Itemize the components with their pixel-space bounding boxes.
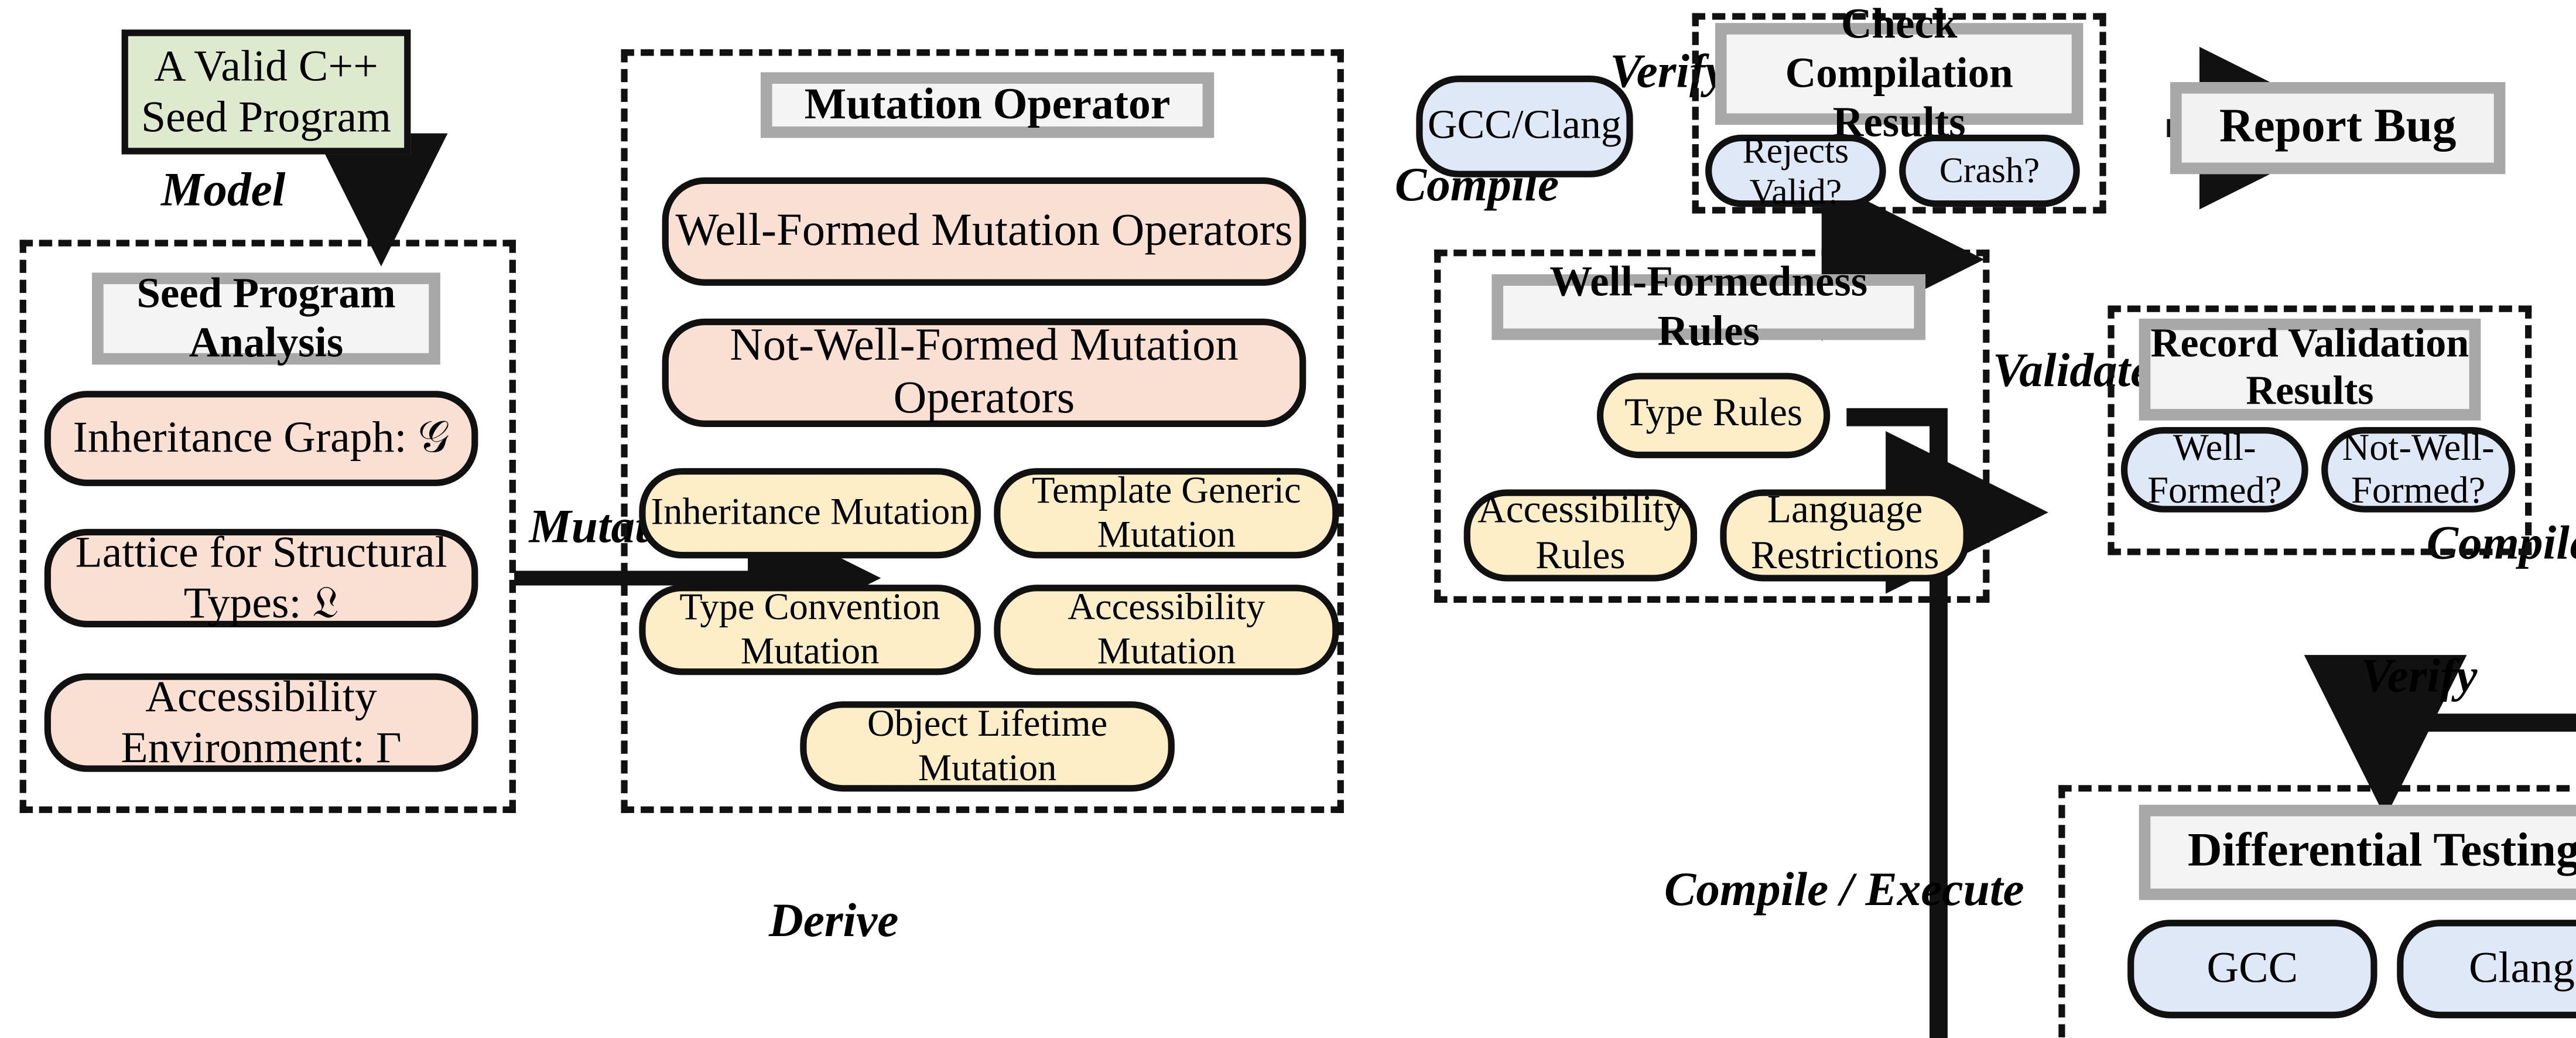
rules-language-line-2: Restrictions bbox=[1750, 535, 1939, 578]
analysis-item-lattice[interactable]: Lattice for Structural Types: 𝔏 bbox=[44, 527, 478, 628]
analysis-item-accessibility-env[interactable]: Accessibility Environment: Γ bbox=[44, 671, 478, 772]
well-formedness-rules-header: Well-Formedness Rules bbox=[1491, 258, 1926, 355]
record-not-well-formed[interactable]: Not-Well- Formed? bbox=[2321, 426, 2516, 513]
seed-line-2: Seed Program bbox=[141, 92, 392, 142]
edge-label-verify-top: Verify bbox=[1610, 46, 1727, 99]
analysis-item-accessibility-env-line-2: Environment: Γ bbox=[121, 722, 402, 772]
mutation-op-object-lifetime[interactable]: Object Lifetime Mutation bbox=[800, 701, 1175, 792]
differential-testing-header: Differential Testing bbox=[2139, 804, 2576, 900]
check-compilation-top-panel bbox=[1692, 13, 2106, 214]
check-compilation-top-header: Check Compilation Results bbox=[1715, 0, 2084, 146]
mutation-op-typeconv-line-2: Mutation bbox=[740, 630, 880, 671]
mutation-op-template-line-1: Template Generic bbox=[1032, 470, 1301, 511]
edge-label-derive: Derive bbox=[768, 895, 899, 948]
record-validation-panel bbox=[2108, 305, 2532, 555]
mutation-nwf-line-2: Operators bbox=[893, 373, 1075, 424]
record-header-line-1: Record Validation bbox=[2150, 322, 2469, 367]
record-nwf-line-1: Not-Well- bbox=[2342, 426, 2495, 467]
rules-accessibility-line-1: Accessibility bbox=[1477, 490, 1684, 533]
record-validation-header: Record Validation Results bbox=[2139, 318, 2481, 421]
seed-analysis-header-line-2: Analysis bbox=[189, 318, 344, 367]
mutation-nwf-line-1: Not-Well-Formed Mutation bbox=[730, 320, 1239, 371]
mutation-op-type-convention[interactable]: Type Convention Mutation bbox=[639, 585, 981, 675]
edge-label-validate: Validate bbox=[1993, 344, 2152, 398]
check-top-crash[interactable]: Crash? bbox=[1899, 134, 2080, 207]
mutation-not-well-formed-operators[interactable]: Not-Well-Formed Mutation Operators bbox=[662, 318, 1306, 427]
edge-label-verify-right: Verify bbox=[2361, 650, 2478, 704]
rules-accessibility-line-2: Rules bbox=[1535, 535, 1626, 578]
record-wf-line-2: Formed? bbox=[2147, 469, 2282, 511]
well-formedness-rules-panel bbox=[1434, 250, 1990, 603]
difftest-clang[interactable]: Clang bbox=[2397, 920, 2576, 1019]
mutation-op-template-generic[interactable]: Template Generic Mutation bbox=[994, 468, 1339, 559]
rules-item-accessibility-rules[interactable]: Accessibility Rules bbox=[1463, 489, 1698, 582]
mutation-well-formed-operators[interactable]: Well-Formed Mutation Operators bbox=[662, 177, 1306, 286]
edge-label-model: Model bbox=[160, 164, 286, 217]
report-bug-top[interactable]: Report Bug bbox=[2170, 82, 2506, 175]
check-top-header-line-1: Check Compilation bbox=[1785, 0, 2013, 97]
mutation-op-accessibility[interactable]: Accessibility Mutation bbox=[994, 585, 1339, 675]
mutation-op-lifetime-line-1: Object Lifetime bbox=[867, 703, 1108, 745]
check-top-rejects-line-2: Valid? bbox=[1749, 170, 1842, 212]
seed-analysis-header-line-1: Seed Program bbox=[136, 269, 396, 317]
seed-line-1: A Valid C++ bbox=[154, 40, 378, 91]
check-top-rejects-valid[interactable]: Rejects Valid? bbox=[1705, 129, 1886, 212]
check-top-rejects-line-1: Rejects bbox=[1742, 129, 1849, 170]
mutation-op-typeconv-line-1: Type Convention bbox=[679, 586, 940, 628]
analysis-item-accessibility-env-line-1: Accessibility bbox=[145, 671, 377, 721]
seed-analysis-header: Seed Program Analysis bbox=[92, 269, 440, 367]
mutation-op-lifetime-line-2: Mutation bbox=[918, 746, 1057, 788]
difftest-gcc[interactable]: GCC bbox=[2127, 920, 2377, 1019]
edge-label-compile-execute: Compile / Execute bbox=[1664, 863, 2024, 917]
mutation-operator-header: Mutation Operator bbox=[760, 72, 1215, 138]
compiler-top-gcc-clang[interactable]: GCC/Clang bbox=[1416, 75, 1633, 177]
seed-program-box[interactable]: A Valid C++ Seed Program bbox=[121, 29, 411, 155]
record-header-line-2: Results bbox=[2246, 369, 2374, 414]
rules-item-language-restrictions[interactable]: Language Restrictions bbox=[1720, 489, 1970, 582]
mutation-op-inheritance[interactable]: Inheritance Mutation bbox=[639, 468, 981, 559]
differential-testing-panel bbox=[2058, 785, 2576, 1038]
seed-analysis-panel bbox=[19, 240, 516, 813]
record-well-formed[interactable]: Well- Formed? bbox=[2120, 426, 2308, 513]
rules-language-line-1: Language bbox=[1767, 490, 1923, 533]
record-wf-line-1: Well- bbox=[2173, 426, 2256, 467]
analysis-item-lattice-line-2: Types: 𝔏 bbox=[183, 578, 339, 628]
edge-label-compile-right: Compile bbox=[2426, 517, 2576, 570]
rules-item-type-rules[interactable]: Type Rules bbox=[1596, 373, 1831, 459]
analysis-item-lattice-line-1: Lattice for Structural bbox=[75, 527, 447, 577]
analysis-item-inheritance-graph[interactable]: Inheritance Graph: 𝒢 bbox=[44, 391, 478, 486]
record-nwf-line-2: Formed? bbox=[2351, 469, 2486, 511]
mutation-operator-panel bbox=[621, 49, 1344, 813]
mutation-op-template-line-2: Mutation bbox=[1097, 513, 1236, 555]
